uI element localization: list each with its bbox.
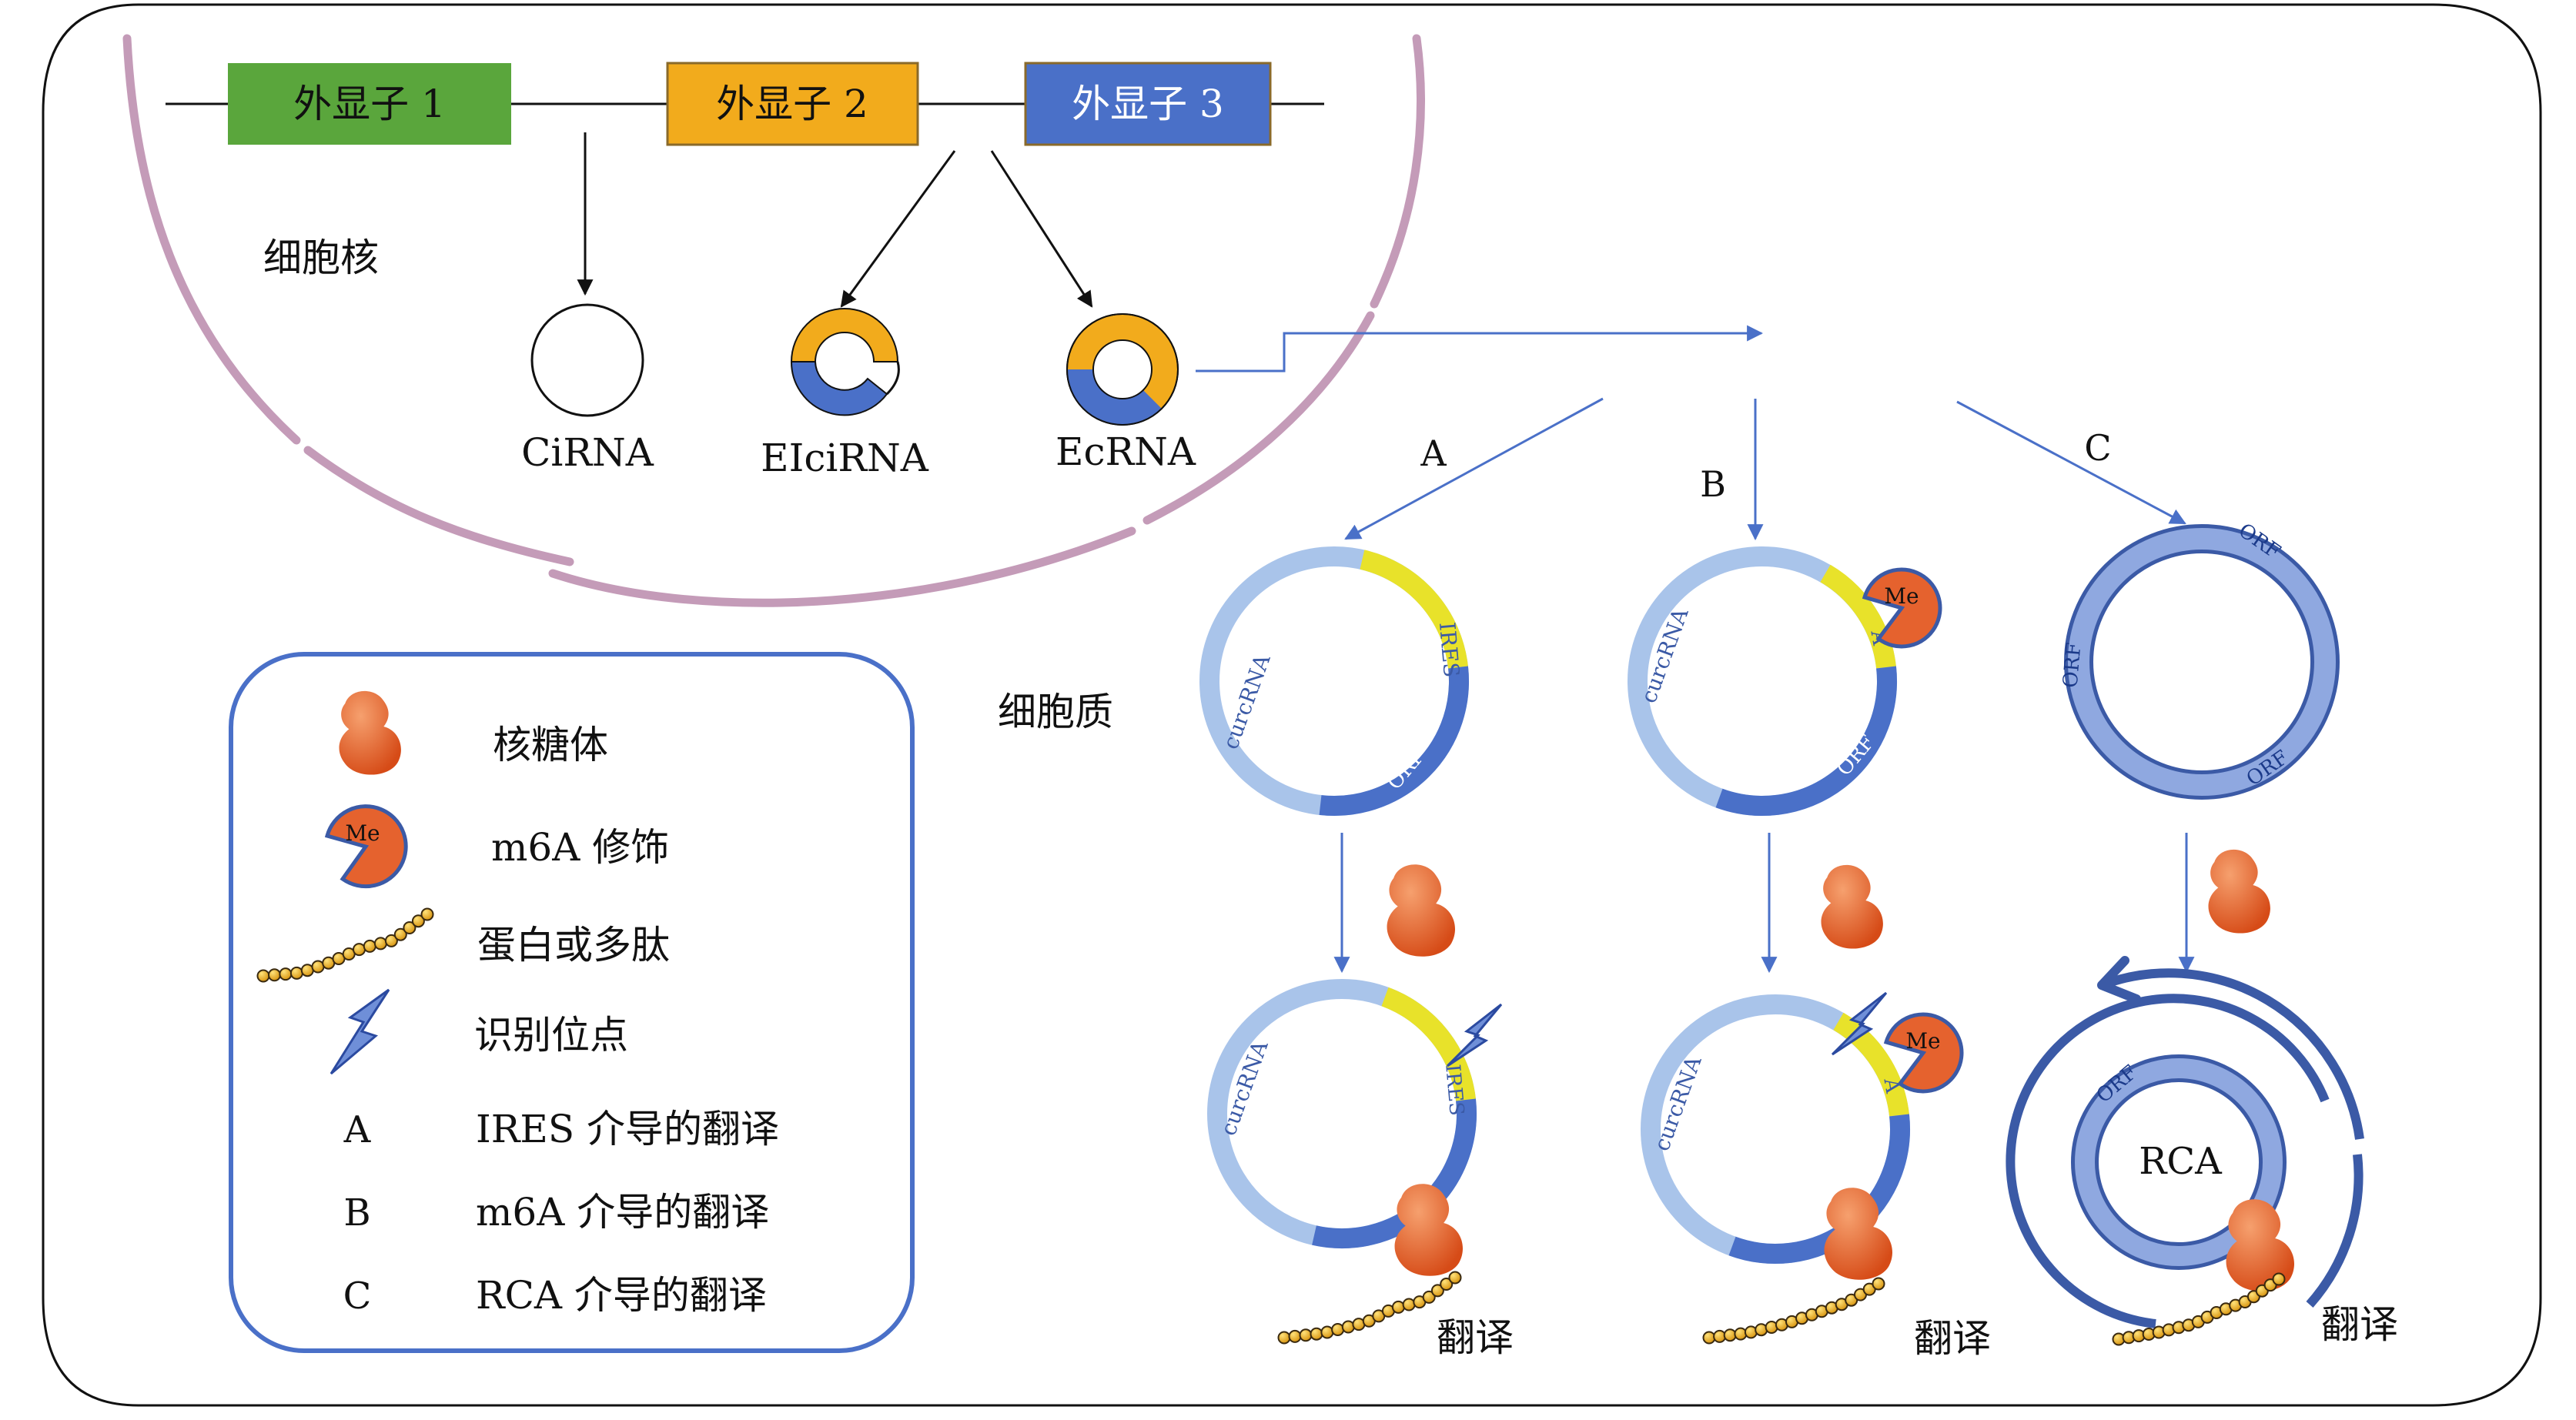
svg-text:ORF: ORF <box>2059 642 2086 689</box>
peptide-bead <box>1299 1328 1313 1342</box>
peptide-bead <box>1341 1320 1355 1334</box>
cirna-label: CiRNA <box>521 430 654 475</box>
exon-3-label: 外显子 3 <box>1072 82 1224 126</box>
peptide-bead <box>1310 1327 1323 1341</box>
peptide-bead <box>1391 1300 1405 1314</box>
eicirna-ring <box>790 308 900 416</box>
peptide-bead <box>384 934 398 947</box>
path-b-label: B <box>1700 463 1726 505</box>
legend-text-b: m6A 介导的翻译 <box>476 1190 769 1235</box>
site-mark-a <box>1446 1003 1503 1068</box>
m6a-mark-bottom: Me <box>1883 1012 1964 1094</box>
translation-label-b: 翻译 <box>1914 1316 1991 1361</box>
exon-1-box: 外显子 1 <box>228 63 511 145</box>
peptide-bead <box>1288 1329 1302 1343</box>
legend-key-c: C <box>343 1275 372 1318</box>
ires-circrna-top: curcRNA IRES ORF <box>1199 546 1469 816</box>
m6a-circrna-top: curcRNA A ORF <box>1628 546 1897 816</box>
export-arrow <box>1196 325 1764 373</box>
ribosome-free-b <box>1821 864 1883 949</box>
peptide-bead <box>373 937 387 951</box>
branch-arrow-a <box>1344 397 1604 540</box>
peptide-bead <box>1440 1278 1454 1291</box>
peptide-bead <box>2272 1272 2286 1286</box>
exon-1-label: 外显子 1 <box>293 82 446 126</box>
peptide-bead <box>420 907 434 921</box>
peptide-bead <box>1713 1329 1727 1343</box>
peptide-bead <box>1723 1328 1737 1342</box>
translation-label-a: 翻译 <box>1437 1315 1514 1360</box>
svg-text:IRES: IRES <box>1434 621 1464 678</box>
peptide-bead <box>1331 1323 1345 1336</box>
legend-text-peptide: 蛋白或多肽 <box>477 923 670 967</box>
legend-text-a: IRES 介导的翻译 <box>476 1107 779 1151</box>
cirna-circle <box>530 303 644 417</box>
peptide-bead <box>353 943 366 957</box>
peptide-bead <box>1422 1290 1436 1304</box>
cytoplasm-label: 细胞质 <box>998 690 1113 734</box>
ribosome-free-a <box>1387 864 1455 957</box>
path-a-label: A <box>1420 433 1447 474</box>
peptide-bead <box>1402 1298 1416 1311</box>
peptide-bead <box>1320 1325 1334 1339</box>
legend-text-ribosome: 核糖体 <box>493 723 608 767</box>
peptide-bead <box>1702 1331 1716 1345</box>
peptide-chain-c <box>2112 1272 2286 1346</box>
eicirna-label: EIciRNA <box>761 436 929 480</box>
legend-text-c: RCA 介导的翻译 <box>476 1273 767 1318</box>
svg-text:Me: Me <box>1905 1028 1940 1054</box>
peptide-bead <box>1277 1331 1291 1345</box>
site-mark-b <box>1831 991 1888 1056</box>
m6a-icon: Me <box>324 804 408 889</box>
nuclear-membrane <box>122 34 1425 607</box>
m6a-mark-top: Me <box>1862 567 1942 649</box>
exon-2-box: 外显子 2 <box>666 62 919 146</box>
peptide-bead <box>393 927 407 941</box>
peptide-chains <box>1277 1271 2286 1346</box>
exon-2-label: 外显子 2 <box>716 82 868 126</box>
peptide-bead <box>1430 1284 1444 1298</box>
outer-frame <box>42 3 2542 1407</box>
peptide-chain-a <box>1277 1271 1462 1345</box>
peptide-bead <box>279 967 293 981</box>
legend-text-m6a: m6A 修饰 <box>491 825 669 870</box>
translation-label-c: 翻译 <box>2321 1302 2398 1347</box>
ribosome-free-c <box>2208 849 2270 934</box>
peptide-icon <box>256 907 434 983</box>
branch-arrow-c <box>1956 400 2186 525</box>
peptide-bead <box>256 969 270 983</box>
ribosome-bound-a <box>1394 1184 1463 1276</box>
svg-text:curcRNA: curcRNA <box>1218 650 1276 753</box>
peptide-bead <box>403 921 417 934</box>
peptide-chain-b <box>1702 1277 1885 1345</box>
ecrna-label: EcRNA <box>1055 429 1196 474</box>
peptide-bead <box>1448 1271 1462 1285</box>
peptide-bead <box>363 939 376 953</box>
legend-box <box>229 652 915 1353</box>
svg-text:IRES: IRES <box>1440 1064 1468 1117</box>
recognition-site-icon <box>330 988 390 1075</box>
legend-key-b: B <box>343 1191 370 1235</box>
legend-text-site: 识别位点 <box>474 1013 628 1057</box>
peptide-bead <box>1872 1277 1885 1291</box>
ecrna-ring <box>1066 313 1179 426</box>
arrow-to-eicirna <box>840 150 956 308</box>
exon-3-box: 外显子 3 <box>1024 62 1272 146</box>
svg-text:Me: Me <box>1884 583 1919 609</box>
nucleus-label: 细胞核 <box>263 236 379 280</box>
legend-key-a: A <box>343 1108 372 1151</box>
arrow-to-ecrna <box>990 150 1093 308</box>
peptide-bead <box>1734 1327 1748 1341</box>
orf-circrna-top: ORF ORF ORF <box>2059 519 2340 800</box>
rca-label: RCA <box>2139 1140 2223 1183</box>
ribosome-icon <box>339 690 401 775</box>
path-c-label: C <box>2084 427 2111 469</box>
peptide-bead <box>268 968 281 982</box>
peptide-bead <box>411 914 425 928</box>
peptide-bead <box>289 966 303 980</box>
peptide-icon-beads <box>256 907 434 983</box>
svg-text:Me: Me <box>345 820 380 846</box>
